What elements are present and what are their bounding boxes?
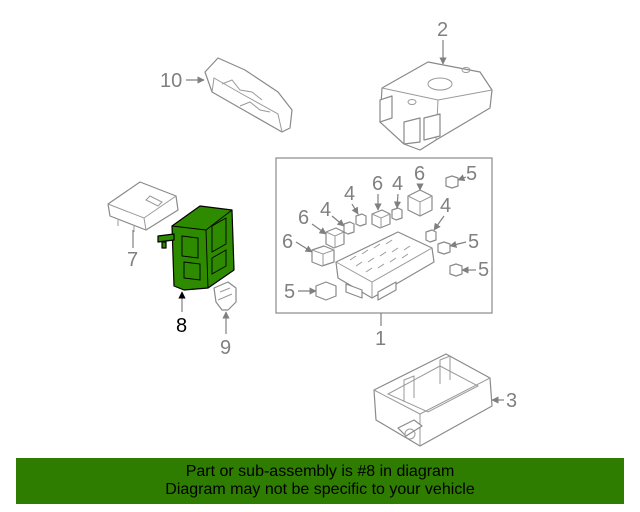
part-2-fuse-box-lid[interactable]	[379, 61, 493, 151]
fuse-5-a[interactable]	[445, 175, 459, 189]
callout-6-b: 6	[372, 173, 383, 195]
callout-5-c: 5	[478, 259, 489, 281]
callout-6-d: 6	[282, 231, 293, 253]
relay-6-d[interactable]	[311, 245, 335, 267]
leader-4-c	[393, 193, 402, 209]
relay-4-b[interactable]	[355, 213, 367, 227]
info-banner: Part or sub-assembly is #8 in diagram Di…	[16, 458, 624, 504]
leader-6-c	[311, 223, 327, 235]
relay-6-b[interactable]	[371, 209, 391, 229]
leader-4-d	[433, 215, 445, 231]
callout-2: 2	[437, 19, 448, 41]
callout-7: 7	[127, 249, 138, 271]
callout-9: 9	[220, 337, 231, 359]
callout-3: 3	[506, 390, 517, 412]
callout-5-d: 5	[284, 281, 295, 303]
leader-5-b	[449, 240, 467, 248]
part-9-bracket[interactable]	[213, 281, 237, 311]
part-10-cover[interactable]	[204, 57, 293, 133]
relay-4-a[interactable]	[343, 221, 355, 235]
callout-10: 10	[160, 70, 182, 92]
part-3-tray[interactable]	[373, 353, 493, 447]
callout-8: 8	[176, 315, 187, 337]
callout-6-a: 6	[414, 163, 425, 185]
callout-1: 1	[375, 328, 386, 350]
assembly-1-frame	[275, 157, 493, 314]
callout-4-c: 4	[392, 173, 403, 195]
callout-4-b: 4	[344, 183, 355, 205]
part-1-fuse-box[interactable]	[335, 231, 435, 301]
banner-line-1: Part or sub-assembly is #8 in diagram	[185, 463, 455, 480]
callout-4-a: 4	[320, 199, 331, 221]
callout-4-d: 4	[440, 195, 451, 217]
relay-4-d[interactable]	[425, 229, 437, 243]
part-7-module[interactable]	[107, 181, 179, 232]
callout-6-c: 6	[298, 207, 309, 229]
leader-4-a	[331, 215, 345, 227]
relay-4-c[interactable]	[391, 207, 403, 221]
leader-5-a	[457, 174, 467, 182]
part-8-body-control-module[interactable]	[157, 205, 235, 291]
callout-5-b: 5	[468, 231, 479, 253]
leader-4-b	[351, 203, 359, 215]
relay-6-a[interactable]	[407, 189, 433, 217]
relay-6-c[interactable]	[325, 227, 345, 249]
fuse-5-d[interactable]	[315, 281, 337, 301]
fuse-5-b[interactable]	[437, 241, 451, 255]
fuse-5-c[interactable]	[449, 263, 463, 277]
banner-line-2: Diagram may not be specific to your vehi…	[165, 481, 475, 498]
leader-6-d	[295, 241, 313, 253]
callout-5-a: 5	[466, 163, 477, 185]
